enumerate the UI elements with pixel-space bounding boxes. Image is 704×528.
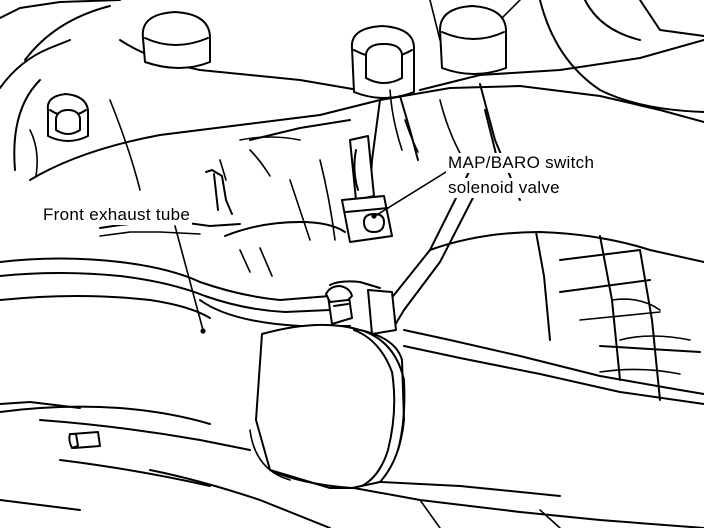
exhaust-tube-pipe <box>0 221 381 425</box>
top-boss-center <box>350 25 415 99</box>
misc-detail-strokes <box>29 99 336 277</box>
map-baro-label-line2: solenoid valve <box>446 178 562 198</box>
top-boss-right <box>439 5 507 75</box>
exhaust-stud <box>325 285 353 325</box>
top-boss-left <box>141 11 211 69</box>
left-bolt <box>46 93 89 142</box>
bracket-rod <box>367 169 479 335</box>
lower-left-frame <box>0 401 331 528</box>
right-crossmember <box>403 231 704 405</box>
exhaust-tube-leader <box>174 225 206 334</box>
solenoid-leader <box>371 171 447 219</box>
solenoid-valve <box>341 89 403 243</box>
front-exhaust-tube-label: Front exhaust tube <box>41 205 193 225</box>
lower-right-lines <box>353 481 704 528</box>
map-baro-label-line1: MAP/BARO switch <box>446 153 597 173</box>
exhaust-tube-body <box>249 323 406 489</box>
